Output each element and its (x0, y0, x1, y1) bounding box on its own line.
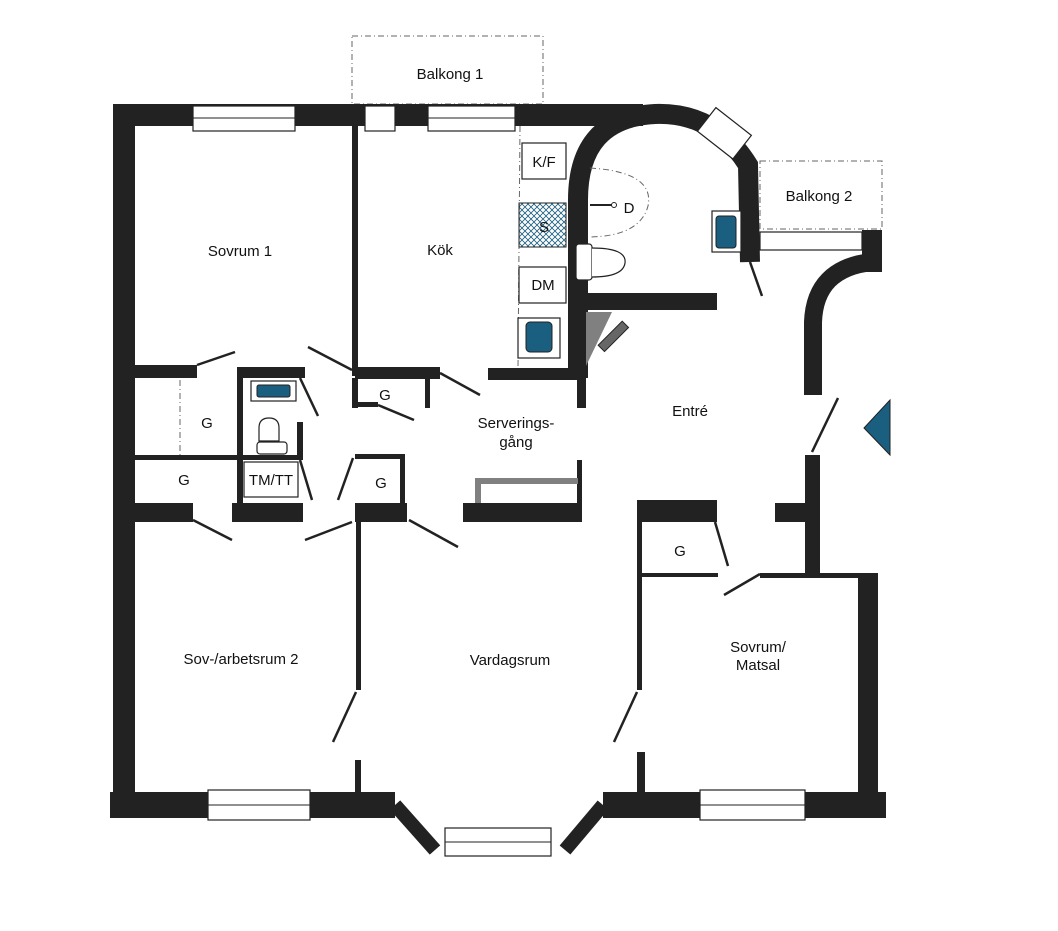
toilet-tank (575, 243, 593, 281)
corner-shelf (586, 312, 612, 366)
label-tmtt: TM/TT (249, 472, 293, 489)
room-label-balkong-1: Balkong 1 (417, 66, 484, 83)
room-label-sovrum-1: Sovrum 1 (208, 243, 272, 260)
room-label-kok: Kök (427, 242, 453, 259)
walls (110, 103, 886, 855)
label-wardrobe: G (201, 415, 213, 432)
balcony-2-outline (759, 160, 883, 230)
stove-plate (525, 321, 553, 353)
room-label-vardagsrum: Vardagsrum (470, 652, 551, 669)
label-shower-d: D (624, 200, 635, 217)
entrance-arrow-icon (863, 398, 891, 457)
room-label-serveringsgang-2: gång (499, 434, 532, 451)
windows (192, 105, 863, 857)
label-wardrobe: G (674, 543, 686, 560)
room-label-entre: Entré (672, 403, 708, 420)
fridge-freezer (521, 142, 567, 180)
room-label-sovrum-matsal-2: Matsal (736, 657, 780, 674)
doors[interactable] (192, 261, 840, 743)
label-wardrobe: G (379, 387, 391, 404)
room-label-sovrum-matsal: Sovrum/ (730, 639, 787, 656)
label-s: S (539, 219, 549, 236)
label-wardrobe: G (375, 475, 387, 492)
shower-area (589, 167, 650, 238)
washer-dryer (243, 461, 299, 498)
toilet-small (258, 417, 280, 442)
room-label-balkong-2: Balkong 2 (786, 188, 853, 205)
label-kf: K/F (532, 154, 555, 171)
room-label-sov-arbetsrum-2: Sov-/arbetsrum 2 (183, 651, 298, 668)
rail (475, 478, 578, 503)
label-wardrobe: G (178, 472, 190, 489)
label-dm: DM (531, 277, 554, 294)
toilet-bowl (591, 247, 626, 278)
room-label-serveringsgang: Serverings- (478, 415, 555, 432)
sink (518, 202, 567, 248)
dishwasher (518, 266, 567, 304)
